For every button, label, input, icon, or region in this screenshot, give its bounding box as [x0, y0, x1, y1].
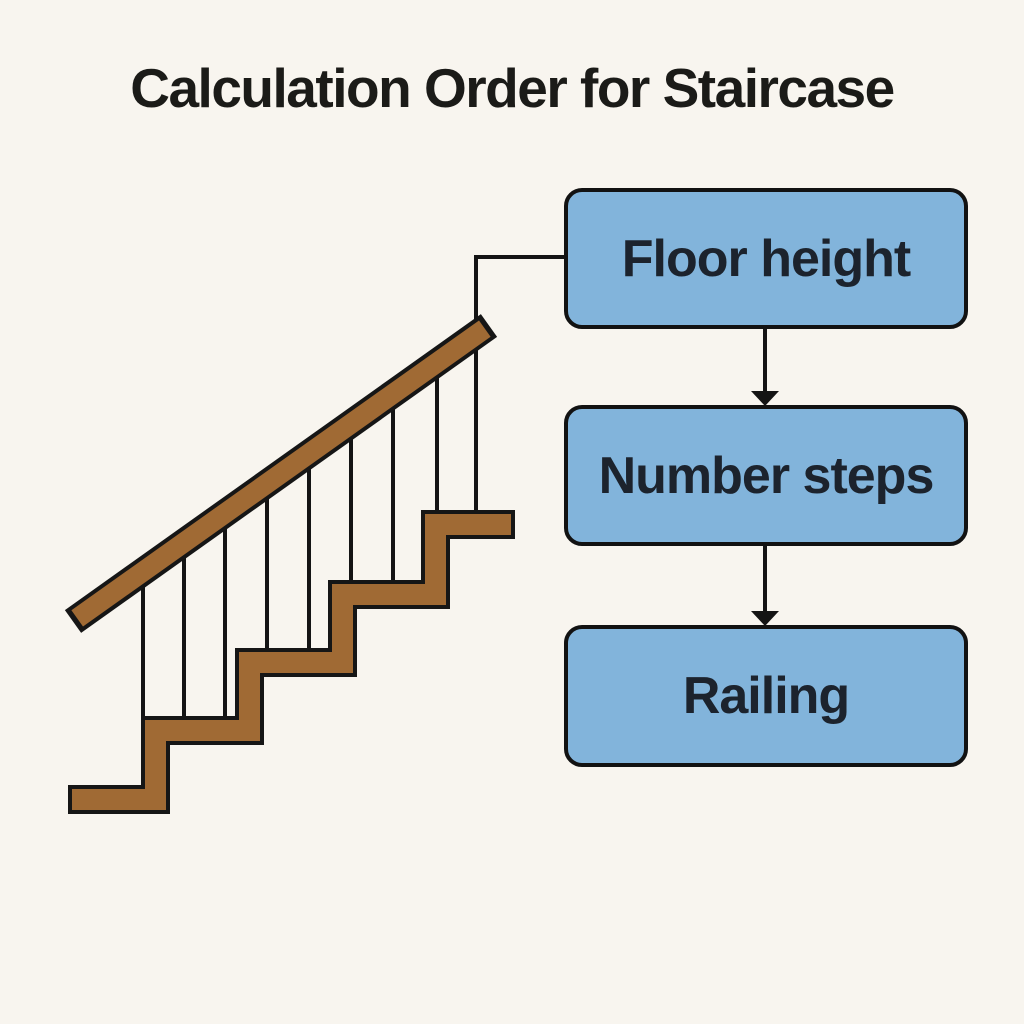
page-title: Calculation Order for Staircase	[130, 57, 895, 119]
handrail-wood	[71, 320, 491, 627]
arrowhead-icon	[751, 391, 779, 406]
arrow-floor-height-to-number-steps	[751, 329, 779, 406]
arrowhead-icon	[751, 611, 779, 626]
flow-node-label: Railing	[682, 667, 850, 725]
railing-balusters	[141, 363, 439, 718]
stair-steps	[68, 510, 515, 814]
arrow-number-steps-to-railing	[751, 546, 779, 626]
flow-node-number-steps: Number steps	[564, 405, 968, 546]
flow-node-label: Floor height	[621, 229, 911, 288]
handrail	[64, 314, 498, 633]
flow-node-floor-height: Floor height	[564, 188, 968, 329]
connector-staircase-to-floor-height	[474, 255, 564, 512]
flow-node-label: Number steps	[598, 446, 935, 505]
flow-node-railing: Railing	[564, 625, 968, 767]
